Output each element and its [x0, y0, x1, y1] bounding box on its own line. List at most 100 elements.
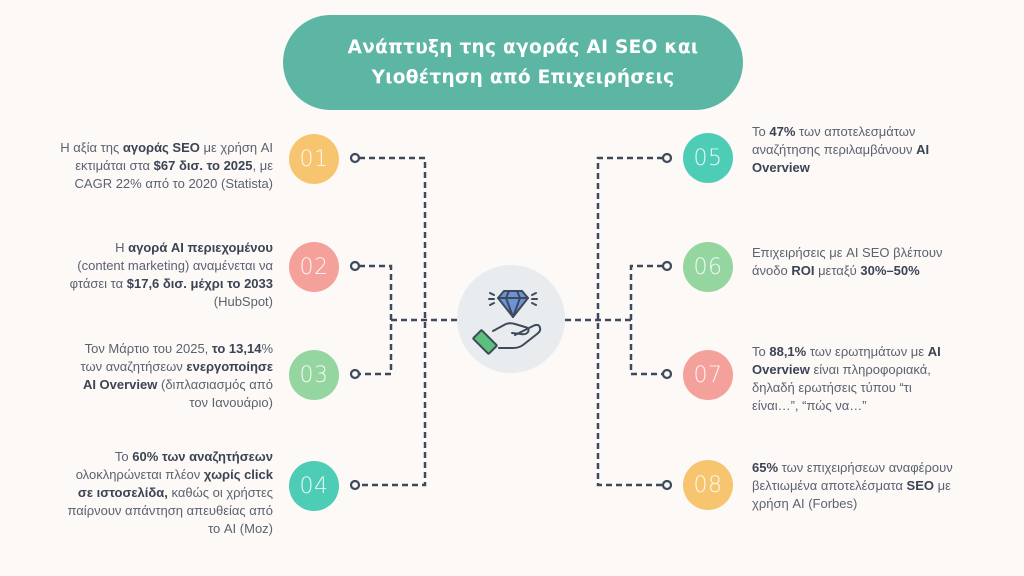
- highlight-text: ROI: [791, 263, 815, 278]
- body-text: των αναζητήσεων: [80, 359, 187, 374]
- connector-dot-05: [661, 152, 673, 164]
- connector-dot-06: [661, 260, 673, 272]
- body-text: των ερωτημάτων με: [806, 344, 928, 359]
- stat-text-line: αναζήτησης περιλαμβάνουν AI: [752, 141, 929, 159]
- body-text: %: [261, 341, 273, 356]
- body-text: βελτιωμένα αποτελέσματα: [752, 478, 907, 493]
- stat-text-line: CAGR 22% από το 2020 (Statista): [60, 175, 273, 193]
- body-text: καθώς οι χρήστες: [167, 485, 273, 500]
- connector-dot-08: [661, 479, 673, 491]
- body-text: μεταξύ: [814, 263, 861, 278]
- stat-text-line: Overview: [752, 159, 929, 177]
- highlight-text: $67 δισ. το 2025: [153, 158, 253, 173]
- stat-text-line: Τον Μάρτιο του 2025, το 13,14%: [81, 340, 273, 358]
- body-text: Η αξία της: [60, 140, 123, 155]
- connector-05-08: [596, 156, 663, 487]
- body-text: χρήση AI (Forbes): [752, 496, 858, 511]
- highlight-text: χωρίς click: [203, 467, 273, 482]
- step-circle-05: 05: [683, 133, 733, 183]
- body-text: τον Ιανουάριο): [189, 395, 273, 410]
- highlight-text: Overview: [752, 362, 810, 377]
- stat-text-line: 65% των επιχειρήσεων αναφέρουν: [752, 459, 953, 477]
- stat-text-line: Το 88,1% των ερωτημάτων με AI: [752, 343, 941, 361]
- step-circle-06: 06: [683, 242, 733, 292]
- stat-text-line: βελτιωμένα αποτελέσματα SEO με: [752, 477, 953, 495]
- connector-06-07: [629, 264, 663, 376]
- stat-text-line: παίρνουν απάντηση απευθείας από: [68, 502, 274, 520]
- body-text: ολοκληρώνεται πλέον: [75, 467, 204, 482]
- body-text: Η: [115, 240, 129, 255]
- stat-text-02: Η αγορά AI περιεχομένου(content marketin…: [70, 239, 273, 311]
- body-text: με χρήση AI: [199, 140, 274, 155]
- stat-text-line: Η αξία της αγοράς SEO με χρήση AI: [60, 139, 273, 157]
- stat-text-line: AI Overview (διπλασιασμός από: [81, 376, 273, 394]
- stat-text-03: Τον Μάρτιο του 2025, το 13,14%των αναζητ…: [81, 340, 274, 412]
- stat-text-line: χρήση AI (Forbes): [752, 495, 953, 513]
- stat-text-line: είναι…”, “πώς να…”: [752, 397, 941, 415]
- body-text: Το: [752, 344, 770, 359]
- stat-text-line: (HubSpot): [70, 293, 273, 311]
- title-line-1: Ανάπτυξη της αγοράς AI SEO και: [347, 36, 699, 58]
- highlight-text: $17,6 δισ. μέχρι το 2033: [126, 276, 273, 291]
- body-text: είναι πληροφοριακά,: [809, 362, 931, 377]
- highlight-text: AI: [927, 344, 941, 359]
- connector-dot-04: [349, 479, 361, 491]
- highlight-text: SEO: [906, 478, 935, 493]
- highlight-text: 60% των αναζητήσεων: [132, 449, 273, 464]
- body-text: είναι…”, “πώς να…”: [752, 398, 867, 413]
- highlight-text: σε ιστοσελίδα,: [77, 485, 168, 500]
- body-text: (HubSpot): [213, 294, 273, 309]
- step-circle-02: 02: [289, 242, 339, 292]
- highlight-text: 88,1%: [769, 344, 807, 359]
- body-text: Το: [114, 449, 133, 464]
- highlight-text: 65%: [752, 460, 779, 475]
- step-circle-07: 07: [683, 350, 733, 400]
- body-text: Επιχειρήσεις με AI SEO βλέπουν: [752, 245, 943, 260]
- body-text: των επιχειρήσεων αναφέρουν: [778, 460, 953, 475]
- highlight-text: 47%: [769, 124, 796, 139]
- body-text: αναζήτησης περιλαμβάνουν: [752, 142, 917, 157]
- body-text: CAGR 22% από το 2020 (Statista): [74, 176, 273, 191]
- body-text: εκτιμάται στα: [75, 158, 154, 173]
- stat-text-line: φτάσει τα $17,6 δισ. μέχρι το 2033: [70, 275, 273, 293]
- highlight-text: AI: [916, 142, 930, 157]
- stat-text-line: Το 60% των αναζητήσεων: [68, 448, 273, 466]
- stat-text-line: το AI (Moz): [68, 520, 273, 538]
- stat-text-line: Overview είναι πληροφοριακά,: [752, 361, 941, 379]
- body-text: (διπλασιασμός από: [157, 377, 273, 392]
- step-circle-08: 08: [683, 460, 733, 510]
- connector-02-03: [359, 264, 393, 376]
- highlight-text: 30%–50%: [860, 263, 920, 278]
- stat-text-line: δηλαδή ερωτήσεις τύπου “τι: [752, 379, 941, 397]
- stat-text-line: των αναζητήσεων ενεργοποίησε: [81, 358, 274, 376]
- highlight-text: AI Overview: [82, 377, 158, 392]
- highlight-text: Overview: [752, 160, 810, 175]
- stat-text-line: εκτιμάται στα $67 δισ. το 2025, με: [60, 157, 273, 175]
- connector-dot-02: [349, 260, 361, 272]
- highlight-text: αγοράς SEO: [122, 140, 200, 155]
- stat-text-line: ολοκληρώνεται πλέον χωρίς click: [68, 466, 273, 484]
- connector-dot-07: [661, 368, 673, 380]
- connector-dot-03: [349, 368, 361, 380]
- body-text: , με: [252, 158, 273, 173]
- step-circle-03: 03: [289, 350, 339, 400]
- stat-text-line: Επιχειρήσεις με AI SEO βλέπουν: [752, 244, 943, 262]
- body-text: παίρνουν απάντηση απευθείας από: [67, 503, 274, 518]
- stat-text-line: τον Ιανουάριο): [81, 394, 273, 412]
- highlight-text: το 13,14: [211, 341, 262, 356]
- connector-01-04: [359, 156, 427, 487]
- step-circle-04: 04: [289, 461, 339, 511]
- title-line-2: Υιοθέτηση από Επιχειρήσεις: [371, 66, 675, 88]
- diamond-in-hand-icon: [472, 290, 542, 355]
- stat-text-line: σε ιστοσελίδα, καθώς οι χρήστες: [68, 484, 273, 502]
- body-text: το AI (Moz): [208, 521, 273, 536]
- step-circle-01: 01: [289, 134, 339, 184]
- body-text: φτάσει τα: [69, 276, 127, 291]
- stat-text-line: Το 47% των αποτελεσμάτων: [752, 123, 929, 141]
- body-text: Το: [752, 124, 770, 139]
